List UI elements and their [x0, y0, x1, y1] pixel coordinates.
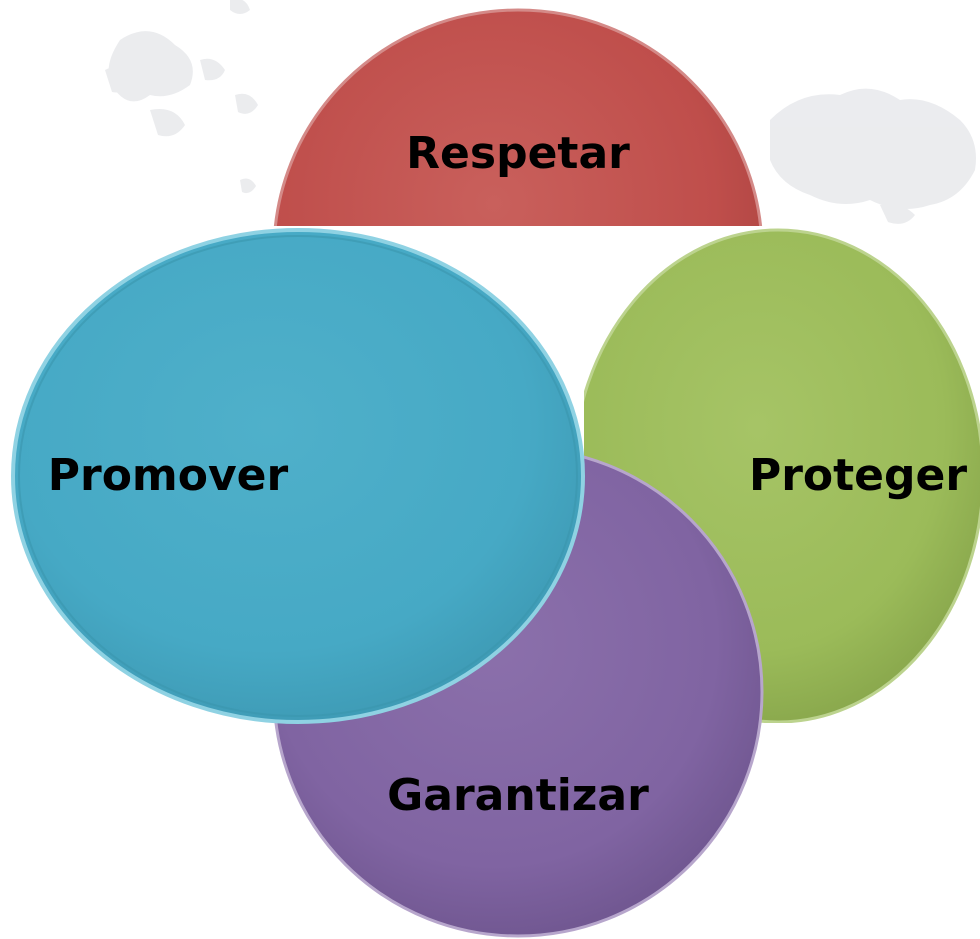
circle-promover — [11, 228, 585, 724]
label-promover: Promover — [48, 450, 289, 501]
label-respetar: Respetar — [406, 128, 630, 179]
label-proteger: Proteger — [749, 450, 967, 501]
map-watermark — [105, 0, 976, 224]
circle-respetar — [273, 8, 763, 226]
label-garantizar: Garantizar — [387, 770, 649, 821]
